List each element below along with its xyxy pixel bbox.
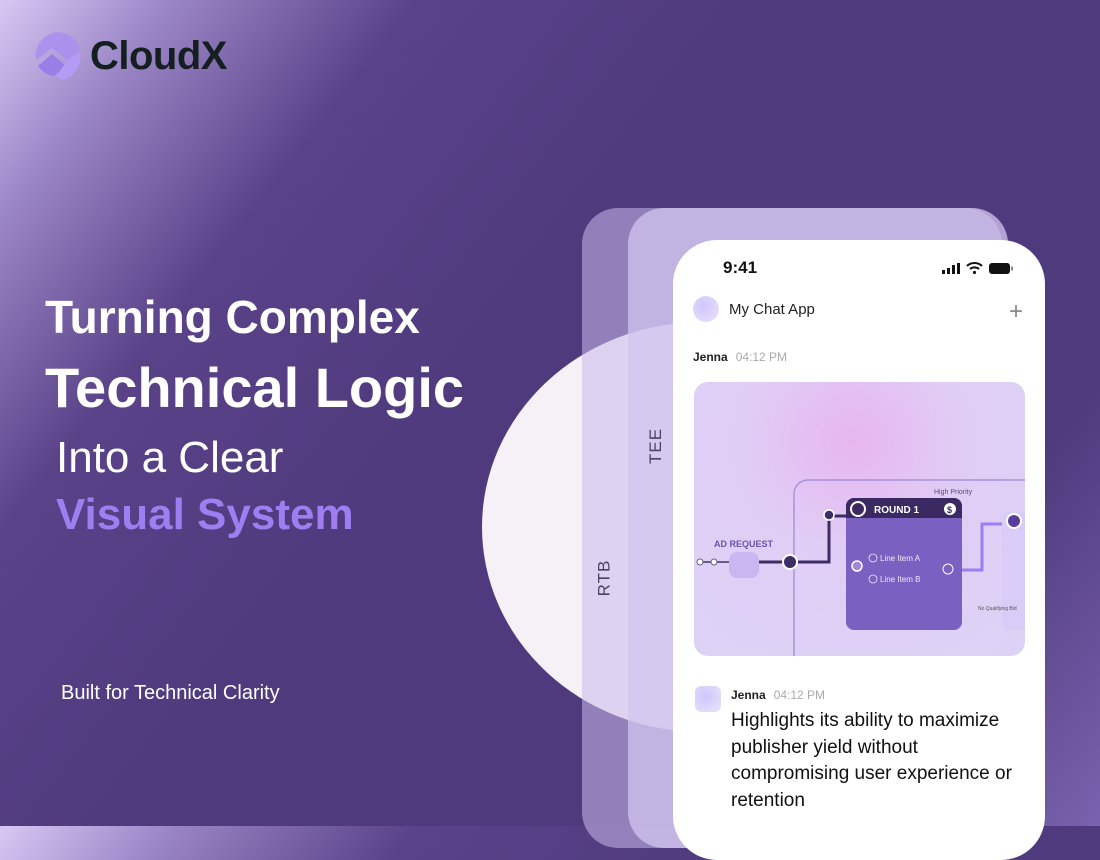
ad-flow-diagram: High Priority AD REQUEST ROUND 1 $ Line … (696, 479, 1025, 656)
round-label: ROUND 1 (874, 505, 919, 516)
add-button[interactable]: + (1008, 298, 1023, 325)
phone-mockup: 9:41 My Chat App + Jenna 04:12 PM High Pr… (673, 240, 1045, 860)
brand-name: CloudX (90, 33, 227, 78)
svg-text:$: $ (947, 505, 952, 515)
sender-avatar (695, 686, 721, 712)
diagram-image[interactable]: High Priority AD REQUEST ROUND 1 $ Line … (694, 382, 1025, 656)
headline-line-2: Technical Logic (45, 356, 465, 419)
message-meta: Jenna 04:12 PM (693, 348, 787, 366)
sender-name: Jenna (693, 350, 728, 364)
signal-icon (942, 262, 960, 274)
headline-line-4: Visual System (56, 490, 354, 539)
battery-icon (989, 262, 1013, 274)
tee-label: TEE (646, 427, 666, 465)
no-bid-label: No Qualifying Bid (978, 606, 1017, 612)
status-time: 9:41 (723, 258, 758, 277)
rtb-label: RTB (594, 559, 614, 597)
chat-header: My Chat App (693, 296, 815, 322)
tagline: Built for Technical Clarity (61, 682, 280, 704)
message-time: 04:12 PM (773, 688, 826, 702)
ad-request-icon (729, 552, 759, 578)
round-1-card (846, 498, 962, 630)
status-icons (942, 262, 1013, 274)
message-text: Highlights its ability to maximize publi… (731, 710, 1012, 811)
sender-name: Jenna (731, 688, 766, 702)
headline-line-3: Into a Clear (56, 433, 284, 482)
message-time: 04:12 PM (735, 350, 788, 364)
wifi-icon (966, 262, 983, 274)
app-title: My Chat App (729, 300, 815, 318)
line-item-a: Line Item A (880, 554, 921, 563)
line-item-b: Line Item B (880, 575, 920, 584)
ad-request-label: AD REQUEST (714, 539, 774, 549)
cloudx-logo-icon (35, 32, 81, 80)
headline-line-1: Turning Complex (45, 291, 420, 343)
app-avatar (693, 296, 719, 322)
high-priority-label: High Priority (934, 489, 973, 496)
chat-message: Jenna 04:12 PM Highlights its ability to … (695, 686, 1041, 814)
brand-logo: CloudX (32, 30, 227, 82)
